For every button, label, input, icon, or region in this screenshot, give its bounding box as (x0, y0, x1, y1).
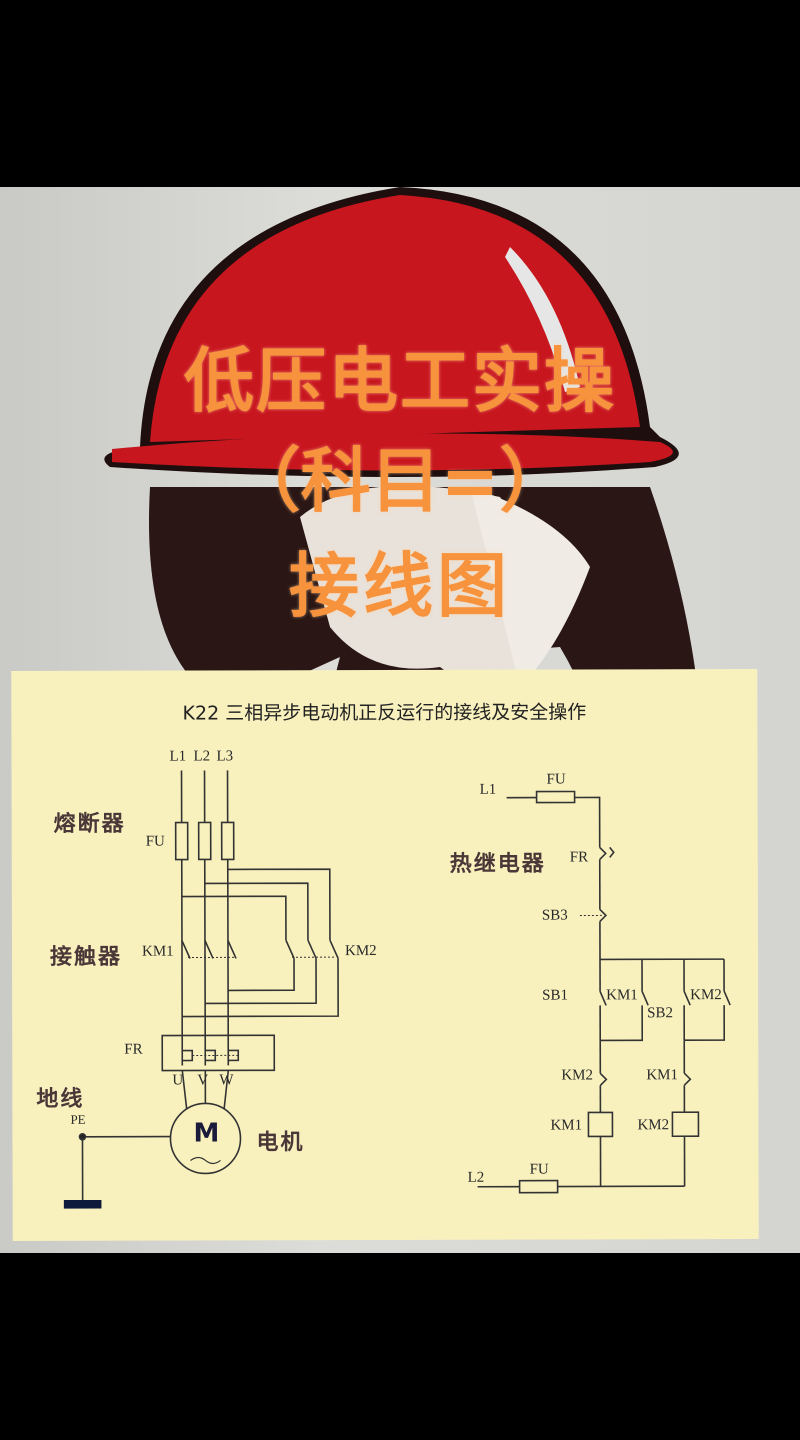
fuse-label-cn: 熔断器 (53, 810, 126, 837)
control-fu-top-label: FU (546, 771, 566, 788)
control-l2-label: L2 (467, 1169, 485, 1186)
km1-aux-label: KM1 (606, 987, 638, 1004)
km1-interlock-label: KM1 (646, 1067, 679, 1084)
cover-title-line2: （科目=） (230, 440, 570, 522)
km1-main-code: KM1 (141, 943, 174, 960)
pe-code: PE (70, 1111, 86, 1127)
main-circuit-lines (63, 770, 339, 1209)
phase-label-l1: L1 (169, 748, 187, 765)
km2-interlock-label: KM2 (561, 1067, 594, 1084)
terminal-w: W (219, 1072, 234, 1089)
sb1-forward-label: SB1 (542, 987, 568, 1004)
wiring-diagram-panel: K22 三相异步电动机正反运行的接线及安全操作 (11, 669, 759, 1241)
km1-coil-label: KM1 (550, 1117, 583, 1134)
km2-coil-label: KM2 (637, 1117, 670, 1134)
phase-label-l2: L2 (193, 748, 211, 765)
control-l1-label: L1 (479, 781, 497, 798)
control-circuit-lines (477, 790, 731, 1194)
control-fu-bottom-label: FU (529, 1161, 549, 1178)
terminal-v: V (197, 1072, 209, 1089)
fr-main-code: FR (124, 1041, 143, 1058)
motor-label-cn: 电机 (256, 1129, 305, 1156)
km2-main-code: KM2 (344, 943, 377, 960)
terminal-u: U (172, 1072, 184, 1089)
motor-symbol: M (193, 1118, 220, 1149)
cover-title-line1: 低压电工实操 (184, 340, 616, 422)
sb3-stop-label: SB3 (541, 907, 568, 924)
cover-title-line3: 接线图 (289, 545, 511, 627)
contactor-label-cn: 接触器 (49, 943, 123, 970)
wiring-schematic (63, 770, 731, 1209)
sb2-reverse-label: SB2 (647, 1005, 674, 1022)
km2-aux-label: KM2 (690, 987, 722, 1004)
thermal-relay-label-cn: 热继电器 (449, 850, 546, 877)
phase-label-l3: L3 (216, 748, 234, 765)
control-fr-code: FR (569, 849, 589, 866)
fuse-code: FU (145, 833, 165, 850)
ground-label-cn: 地线 (36, 1085, 85, 1112)
